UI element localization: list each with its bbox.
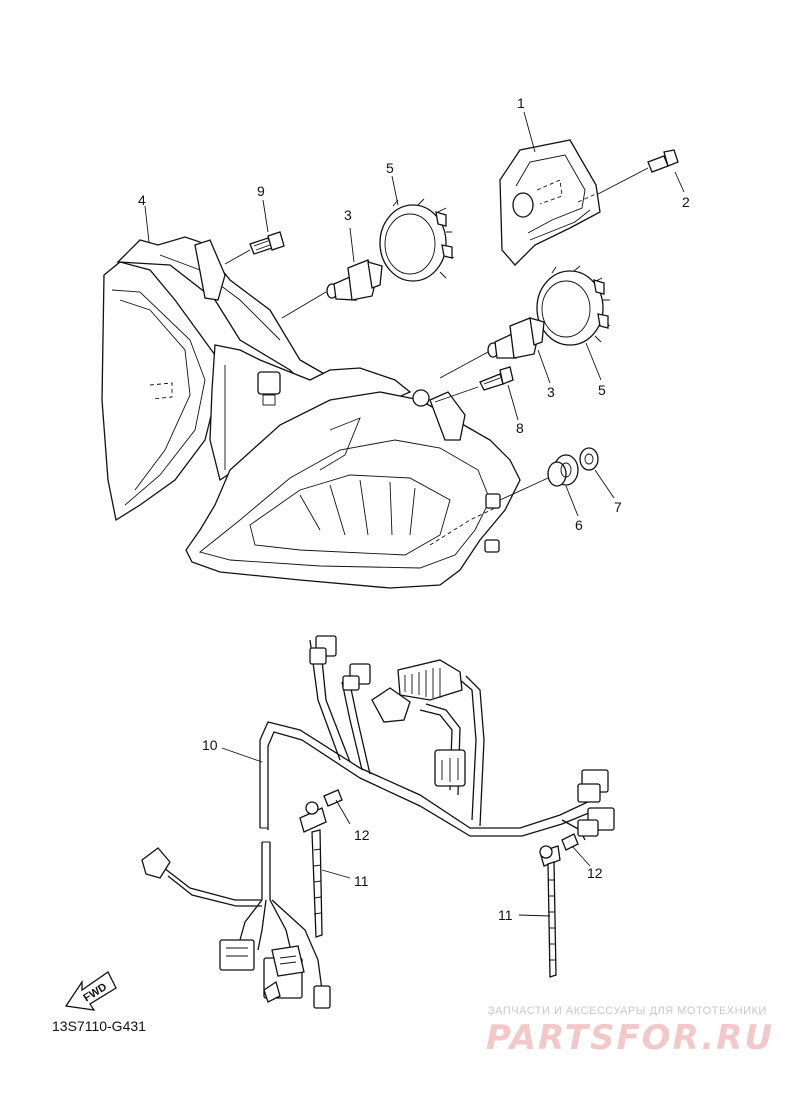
callout-4: 4 [138,192,146,208]
diagram-code: 13S7110-G431 [52,1018,146,1034]
screw-part-9 [224,231,285,265]
cover-part-1 [499,139,649,266]
callout-leaders-top [144,111,685,517]
bulb-part-3-lower [439,317,545,379]
callout-12-left: 12 [354,827,370,843]
grommet-part-6 [499,454,579,501]
callout-12-right: 12 [587,865,603,881]
callout-6: 6 [575,517,583,533]
callout-7: 7 [614,499,622,515]
ring-part-5-lower [536,265,611,346]
callout-3-upper: 3 [344,207,352,223]
callout-1: 1 [517,95,525,111]
callout-10: 10 [202,737,218,753]
callout-9: 9 [257,183,265,199]
washer-part-7 [579,447,599,471]
callout-5-lower: 5 [598,382,606,398]
screw-part-2 [647,149,679,173]
fwd-arrow-icon: FWD [64,971,117,1011]
screw-part-8 [434,366,514,403]
callout-labels: 1 2 3 4 5 9 3 5 8 6 7 10 12 11 12 11 [138,95,690,923]
watermark-tagline: ЗАПЧАСТИ И АКСЕССУАРЫ ДЛЯ МОТОТЕХНИКИ [488,1005,767,1017]
callout-11-right: 11 [498,907,513,923]
headlight-unit [101,236,521,589]
bulb-part-3-upper [281,259,383,319]
wire-harness-part-10 [141,635,615,1009]
cable-tie-part-11-left [299,807,351,938]
callout-5-upper: 5 [386,160,394,176]
callout-8: 8 [516,420,524,436]
cable-tie-part-11-right [518,845,561,978]
callout-11-left: 11 [354,873,369,889]
watermark-logo: PARTSFOR.RU [486,1018,775,1058]
screw-part-12-right [539,833,591,867]
screw-part-12-left [305,789,351,825]
ring-part-5-upper [379,198,455,282]
callout-3-lower: 3 [547,384,555,400]
callout-2: 2 [682,194,690,210]
